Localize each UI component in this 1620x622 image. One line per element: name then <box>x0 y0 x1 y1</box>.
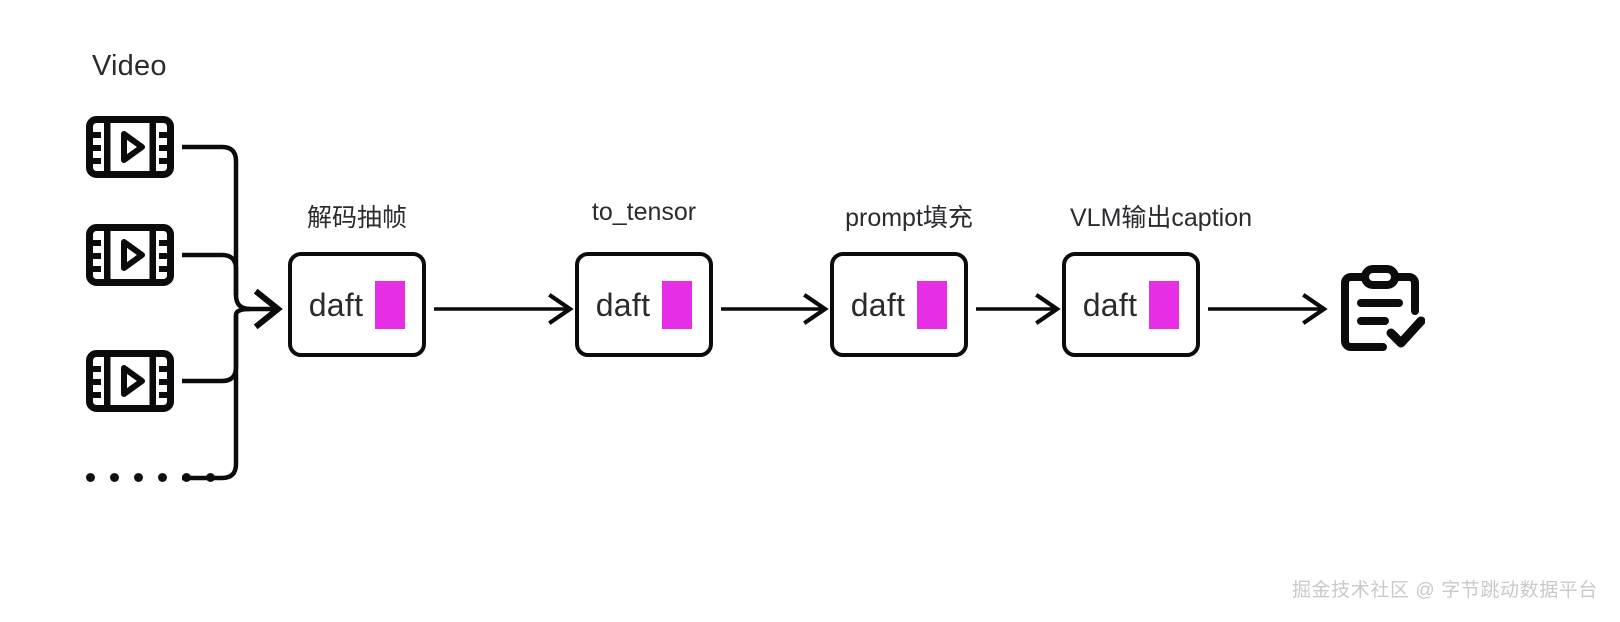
film-play-icon <box>86 350 174 412</box>
stage-box-to-tensor[interactable]: daft <box>575 252 713 357</box>
magenta-block-icon <box>662 280 693 329</box>
clipboard-check-icon <box>1335 265 1425 353</box>
arrow-4-head <box>1302 293 1328 325</box>
stage-caption-2: to_tensor <box>591 198 697 226</box>
daft-logo-text: daft <box>1082 286 1138 323</box>
stage-box-decode-frames[interactable]: daft <box>288 252 426 357</box>
ellipsis-dot <box>182 473 191 482</box>
watermark-text: 掘金技术社区 @ 字节跳动数据平台 <box>1291 580 1598 601</box>
ellipsis-dot <box>134 473 143 482</box>
magenta-block-icon <box>375 280 406 329</box>
film-play-icon <box>86 224 174 286</box>
stage-caption-1: 解码抽帧 <box>306 204 408 232</box>
stage-caption-4: VLM输出caption <box>1069 204 1253 232</box>
magenta-block-icon <box>917 280 948 329</box>
magenta-block-icon <box>1149 280 1180 329</box>
stage-caption-3: prompt填充 <box>845 204 973 232</box>
stage-box-vlm-caption[interactable]: daft <box>1062 252 1200 357</box>
merge-arrowhead <box>253 288 283 330</box>
stage-box-prompt-fill[interactable]: daft <box>830 252 968 357</box>
daft-logo-text: daft <box>850 286 906 323</box>
ellipsis-dot <box>158 473 167 482</box>
film-play-icon <box>86 116 174 178</box>
video-source-label: Video <box>92 50 167 82</box>
ellipsis-dot <box>110 473 119 482</box>
daft-logo-text: daft <box>595 286 651 323</box>
arrow-2-head <box>803 293 829 325</box>
daft-logo-text: daft <box>308 286 364 323</box>
more-videos-ellipsis <box>86 473 215 482</box>
ellipsis-dot <box>206 473 215 482</box>
ellipsis-dot <box>86 473 95 482</box>
arrow-3-head <box>1035 293 1061 325</box>
arrow-1-head <box>548 293 574 325</box>
